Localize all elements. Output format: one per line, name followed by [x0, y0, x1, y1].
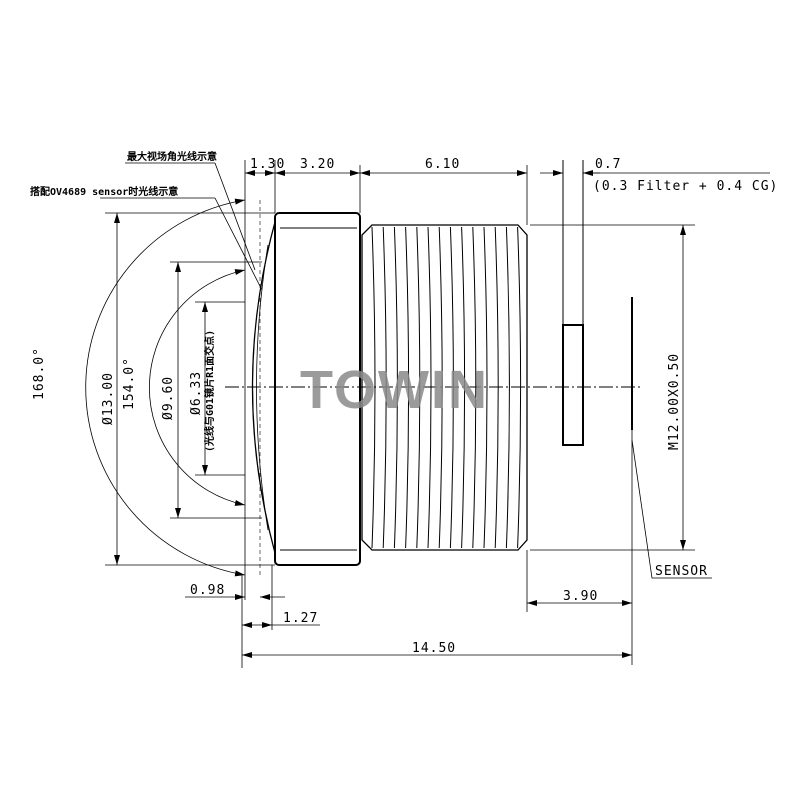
watermark: TOWIN	[300, 360, 489, 420]
dim-1-27: 1.27	[283, 611, 318, 626]
dim-6-10: 6.10	[425, 157, 460, 172]
thread-line	[505, 226, 510, 549]
label-g01-note: (光线与G01镜片R1面交点)	[203, 330, 216, 452]
arc-168	[85, 198, 246, 577]
dim-0-7-note: (0.3 Filter + 0.4 CG)	[593, 179, 778, 194]
arc-154	[148, 269, 246, 506]
lens-barrel	[274, 212, 361, 566]
thread-line	[461, 226, 466, 549]
thread-line	[483, 226, 488, 549]
label-max-fov-ray: 最大视场角光线示意	[127, 150, 217, 163]
thread-line	[494, 226, 499, 549]
dim-3-20: 3.20	[300, 157, 335, 172]
threaded-section	[361, 224, 528, 551]
dia-13: Ø13.00	[101, 372, 116, 425]
thread-line	[472, 226, 477, 549]
sensor-leader	[631, 439, 712, 579]
thread-line	[393, 226, 398, 549]
dim-3-90: 3.90	[563, 589, 598, 604]
thread-line	[416, 226, 421, 549]
thread-line	[405, 226, 410, 549]
dim-14-50: 14.50	[412, 641, 456, 656]
angle-154: 154.0°	[122, 357, 137, 410]
top-dimensions	[244, 160, 770, 225]
leaders	[100, 162, 263, 291]
thread-line	[517, 226, 522, 549]
dim-0-98: 0.98	[190, 583, 225, 598]
diameter-dimensions	[105, 212, 695, 566]
thread-line	[438, 226, 443, 549]
dim-0-7: 0.7	[595, 157, 621, 172]
dia-9-60: Ø9.60	[161, 376, 176, 420]
filter-glass	[562, 324, 584, 446]
thread-line	[427, 226, 432, 549]
dim-1-30: 1.30	[250, 157, 285, 172]
bottom-dimensions	[185, 550, 632, 668]
thread-line	[371, 226, 376, 549]
dim-thread: M12.00X0.50	[667, 353, 682, 450]
dia-6-33: Ø6.33	[189, 371, 204, 415]
label-ov4689-ray: 搭配OV4689 sensor时光线示意	[30, 185, 178, 198]
thread-line	[449, 226, 454, 549]
angle-168: 168.0°	[32, 347, 47, 400]
thread-line	[382, 226, 387, 549]
label-sensor: SENSOR	[655, 564, 708, 579]
front-lens-element	[244, 200, 276, 600]
